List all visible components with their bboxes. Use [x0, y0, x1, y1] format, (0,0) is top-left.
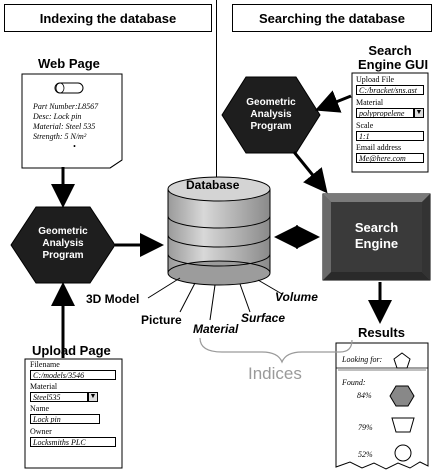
search-gui-title: Search Engine GUI: [358, 43, 429, 72]
panel-divider: [216, 0, 217, 180]
result-trapezoid-icon: [391, 417, 415, 433]
header-searching-label: Searching the database: [259, 10, 405, 26]
part-cylinder-icon: [54, 82, 84, 94]
result-match-2[interactable]: 79%: [358, 423, 373, 432]
database-label: Database: [186, 178, 240, 192]
geometric-analysis-right-label: Geometric Analysis Program: [228, 97, 314, 133]
web-page-line-material: Material: Steel 535: [33, 122, 96, 131]
result-hexagon-icon: [389, 385, 415, 407]
upload-material-dropdown-icon[interactable]: ▼: [88, 392, 98, 402]
index-material: Material: [193, 322, 239, 336]
index-picture: Picture: [141, 313, 182, 327]
gui-scale-label: Scale: [356, 121, 374, 130]
index-lines: [147, 277, 283, 321]
result-match-1[interactable]: 84%: [357, 391, 372, 400]
geometric-analysis-left-label: Geometric Analysis Program: [18, 226, 108, 262]
gui-material-label: Material: [356, 98, 384, 107]
header-searching: Searching the database: [232, 4, 432, 32]
upload-name-input[interactable]: Lock pin: [30, 414, 100, 424]
geo-right-line3: Program: [250, 121, 292, 132]
header-indexing: Indexing the database: [4, 4, 212, 32]
upload-filename-label: Filename: [30, 360, 60, 369]
results-looking-for: Looking for:: [342, 355, 383, 364]
upload-material-select[interactable]: Steel535: [30, 392, 88, 402]
query-pentagon-icon: [393, 352, 411, 369]
arrow-gui-to-analysis: [314, 90, 352, 113]
web-page-line-strength: Strength: 5 N/m²: [33, 132, 87, 141]
index-volume: Volume: [275, 290, 318, 304]
upload-owner-label: Owner: [30, 427, 52, 436]
search-engine-label: Search Engine: [331, 220, 422, 252]
indices-label: Indices: [248, 364, 302, 383]
search-engine-line1: Search: [354, 220, 399, 235]
gui-material-dropdown-icon[interactable]: ▼: [414, 108, 424, 118]
database-cylinder: [167, 176, 271, 286]
upload-owner-input[interactable]: Locksmiths PLC: [30, 437, 116, 447]
search-engine-line2: Engine: [354, 236, 399, 251]
upload-file-input[interactable]: C:/bracket/sns.ast: [356, 85, 424, 95]
upload-filename-input[interactable]: C:/models/3546: [30, 370, 116, 380]
result-match-3[interactable]: 52%: [358, 450, 373, 459]
index-surface: Surface: [241, 311, 286, 325]
upload-page-title: Upload Page: [32, 343, 111, 358]
results-document: [335, 342, 429, 470]
results-title: Results: [358, 325, 405, 340]
search-gui-title-line1: Search: [368, 43, 412, 58]
gui-material-select[interactable]: polypropelene: [356, 108, 414, 118]
result-circle-icon: [394, 444, 412, 462]
geo-right-line2: Analysis: [250, 109, 292, 120]
web-page-line-bullet: •: [73, 142, 76, 151]
upload-name-label: Name: [30, 404, 50, 413]
gui-scale-input[interactable]: 1:1: [356, 131, 424, 141]
geometric-analysis-hexagon-left: [10, 206, 116, 284]
upload-file-label: Upload File: [356, 75, 394, 84]
geo-left-line1: Geometric: [38, 226, 88, 237]
index-3d-model: 3D Model: [86, 292, 140, 306]
indices-brace: [199, 337, 353, 364]
geo-left-line3: Program: [42, 250, 84, 261]
web-page-title: Web Page: [38, 56, 100, 71]
web-page-line-part: Part Number:L8567: [33, 102, 99, 111]
results-found: Found:: [342, 378, 366, 387]
upload-material-label: Material: [30, 382, 58, 391]
search-gui-document: [351, 72, 429, 173]
header-indexing-label: Indexing the database: [39, 10, 177, 26]
web-page-line-desc: Desc: Lock pin: [33, 112, 82, 121]
search-gui-title-line2: Engine GUI: [358, 57, 429, 72]
gui-email-label: Email address: [356, 143, 402, 152]
arrow-analysis-to-engine: [292, 151, 328, 194]
web-page-content: Part Number:L8567 Desc: Lock pin Materia…: [33, 102, 98, 152]
gui-email-input[interactable]: Me@here.com: [356, 153, 424, 163]
geo-left-line2: Analysis: [42, 238, 84, 249]
geo-right-line1: Geometric: [246, 97, 296, 108]
